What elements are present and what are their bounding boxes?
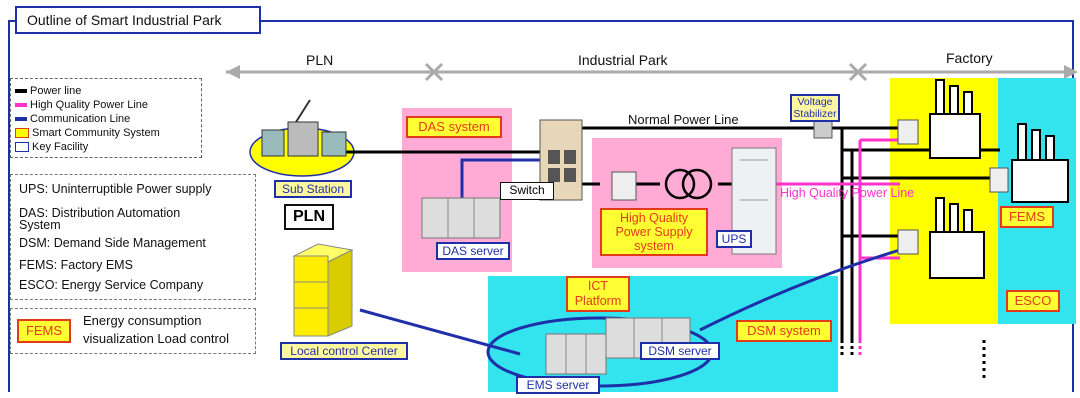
- ict-platform-label: ICT Platform: [566, 276, 630, 312]
- hq-power-supply-line2: Power Supply: [615, 225, 693, 239]
- hq-power-supply-line1: High Quality: [619, 211, 689, 225]
- legend-swatch-blue: [15, 117, 27, 122]
- substation-icon: [261, 99, 347, 157]
- zone-industrial-park-label: Industrial Park: [578, 52, 668, 68]
- das-system-label: DAS system: [406, 116, 502, 138]
- factory-icon-1: [929, 79, 981, 159]
- voltage-stabilizer-label-line2: Stabilizer: [793, 108, 837, 120]
- das-server-label: DAS server: [436, 242, 510, 260]
- zone-pln-label: PLN: [306, 52, 334, 68]
- ems-server-label: EMS server: [516, 376, 600, 394]
- definition-das: DAS: Distribution Automation: [19, 206, 181, 220]
- legend-hq-power-line: High Quality Power Line: [15, 99, 148, 111]
- fems-note-line1: Energy consumption: [83, 313, 202, 328]
- factory-icon-3: [929, 197, 985, 279]
- factory-meter-icon-1: [897, 119, 919, 145]
- normal-power-line-label: Normal Power Line: [628, 112, 739, 127]
- factory-icon-2: [1011, 123, 1069, 203]
- definition-esco: ESCO: Energy Service Company: [19, 278, 204, 292]
- legend-swatch-yellow: [15, 128, 29, 139]
- legend: Power line High Quality Power Line Commu…: [10, 78, 202, 158]
- definition-ups: UPS: Uninterruptible Power supply: [19, 182, 212, 196]
- ict-platform-line2: Platform: [574, 294, 622, 308]
- hq-power-line-label: High Quality Power Line: [780, 186, 915, 200]
- sub-station-label: Sub Station: [274, 180, 352, 198]
- fems-label: FEMS: [1000, 206, 1054, 228]
- legend-swatch-outline: [15, 142, 29, 153]
- ems-server-icon: [545, 333, 607, 375]
- ict-platform-line1: ICT: [587, 279, 609, 293]
- definition-fems: FEMS: Factory EMS: [19, 258, 133, 272]
- factory-meter-icon-2: [989, 167, 1009, 193]
- abbreviation-definitions: UPS: Uninterruptible Power supply DAS: D…: [10, 174, 256, 300]
- legend-key-facility: Key Facility: [15, 141, 88, 153]
- esco-label: ESCO: [1006, 290, 1060, 312]
- hq-power-supply-label: High Quality Power Supply system: [600, 208, 708, 256]
- factory-meter-icon-3: [897, 229, 919, 255]
- hq-power-supply-line3: system: [634, 239, 674, 253]
- legend-swatch-black: [15, 89, 27, 94]
- switch-label: Switch: [500, 182, 554, 200]
- legend-smart-community: Smart Community System: [15, 127, 160, 139]
- legend-communication-line: Communication Line: [15, 113, 130, 125]
- definition-dsm: DSM: Demand Side Management: [19, 236, 206, 250]
- zone-divider-x2: [848, 62, 868, 82]
- meter-icon: [611, 171, 637, 201]
- legend-swatch-pink: [15, 103, 27, 108]
- das-server-icon: [421, 197, 501, 239]
- voltage-stabilizer-label: Voltage Stabilizer: [790, 94, 840, 122]
- ups-label: UPS: [716, 230, 752, 248]
- local-control-center-label: Local control Center: [280, 342, 408, 360]
- legend-power-line: Power line: [15, 85, 81, 97]
- zone-divider-x1: [424, 62, 444, 82]
- voltage-stabilizer-label-line1: Voltage: [797, 96, 833, 108]
- fems-note-line2: visualization Load control: [83, 331, 229, 346]
- zone-factory-label: Factory: [946, 50, 993, 66]
- diagram-title: Outline of Smart Industrial Park: [15, 6, 261, 34]
- dsm-server-label: DSM server: [640, 342, 720, 360]
- pln-box-label: PLN: [284, 204, 334, 230]
- local-control-center-icon: [292, 243, 354, 337]
- fems-note: FEMS Energy consumption visualization Lo…: [10, 308, 256, 354]
- fems-note-tag: FEMS: [17, 319, 71, 343]
- dsm-system-label: DSM system: [736, 320, 832, 342]
- definition-das-cont: System: [19, 218, 61, 232]
